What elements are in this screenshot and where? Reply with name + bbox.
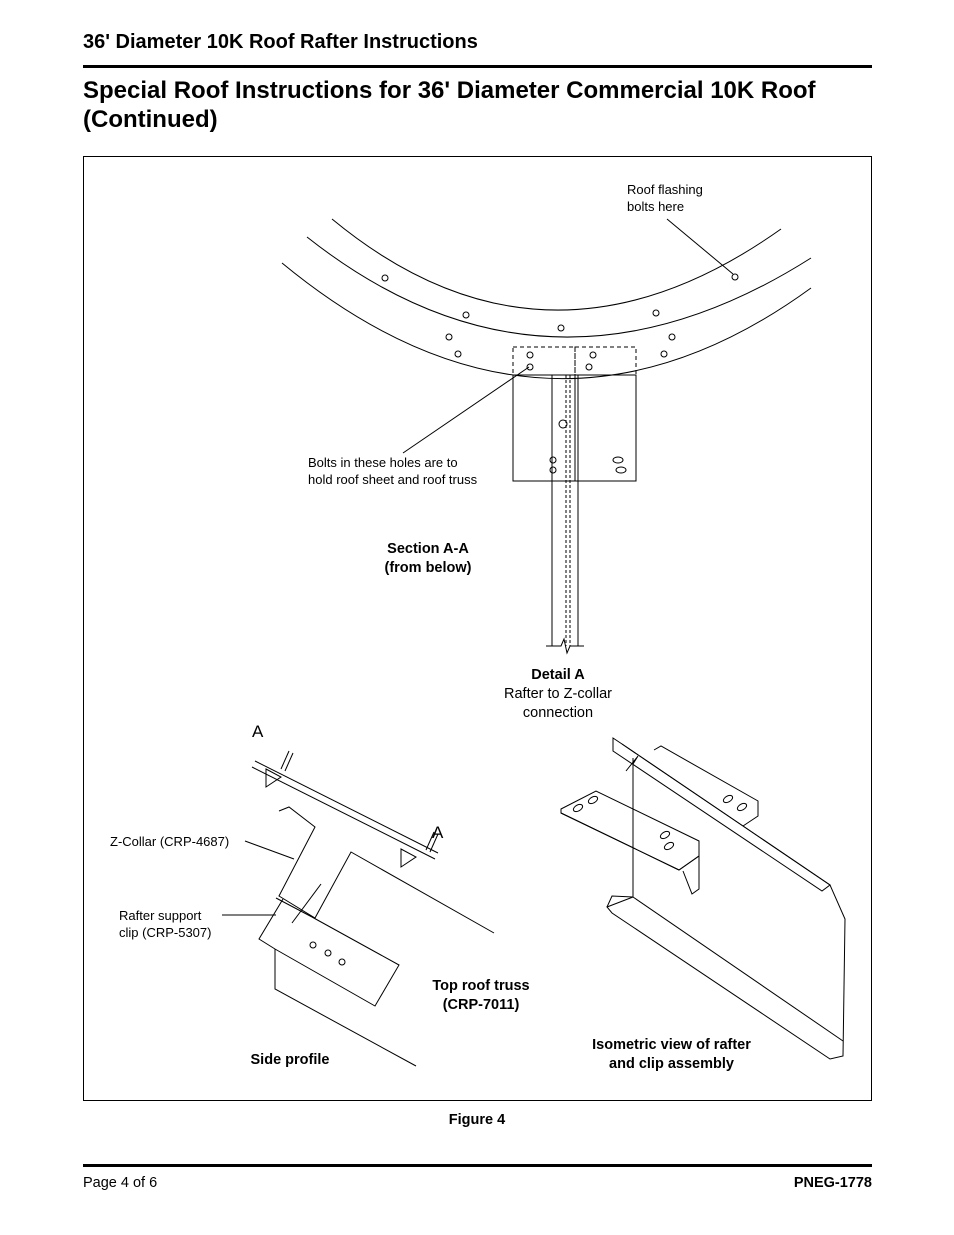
section-marker-a-left: A — [252, 722, 264, 741]
z-collar-label: Z-Collar (CRP-4687) — [110, 834, 230, 849]
page-number: Page 4 of 6 — [83, 1175, 158, 1191]
document-id: PNEG-1778 — [793, 1175, 872, 1191]
section-title: Special Roof Instructions for 36' Diamet… — [83, 77, 816, 133]
technical-drawing — [222, 218, 846, 1067]
document-header-title: 36' Diameter 10K Roof Rafter Instruction… — [83, 31, 478, 53]
section-aa-label: Section A-A(from below) — [384, 541, 472, 576]
top-truss-label: Top roof truss(CRP-7011) — [432, 978, 530, 1013]
section-marker-a-right: A — [432, 823, 444, 842]
side-profile-label: Side profile — [250, 1052, 330, 1068]
figure-caption: Figure 4 — [448, 1112, 506, 1128]
header-divider — [83, 65, 872, 68]
detail-a-title: Detail A — [531, 667, 585, 683]
footer-divider — [83, 1164, 872, 1167]
